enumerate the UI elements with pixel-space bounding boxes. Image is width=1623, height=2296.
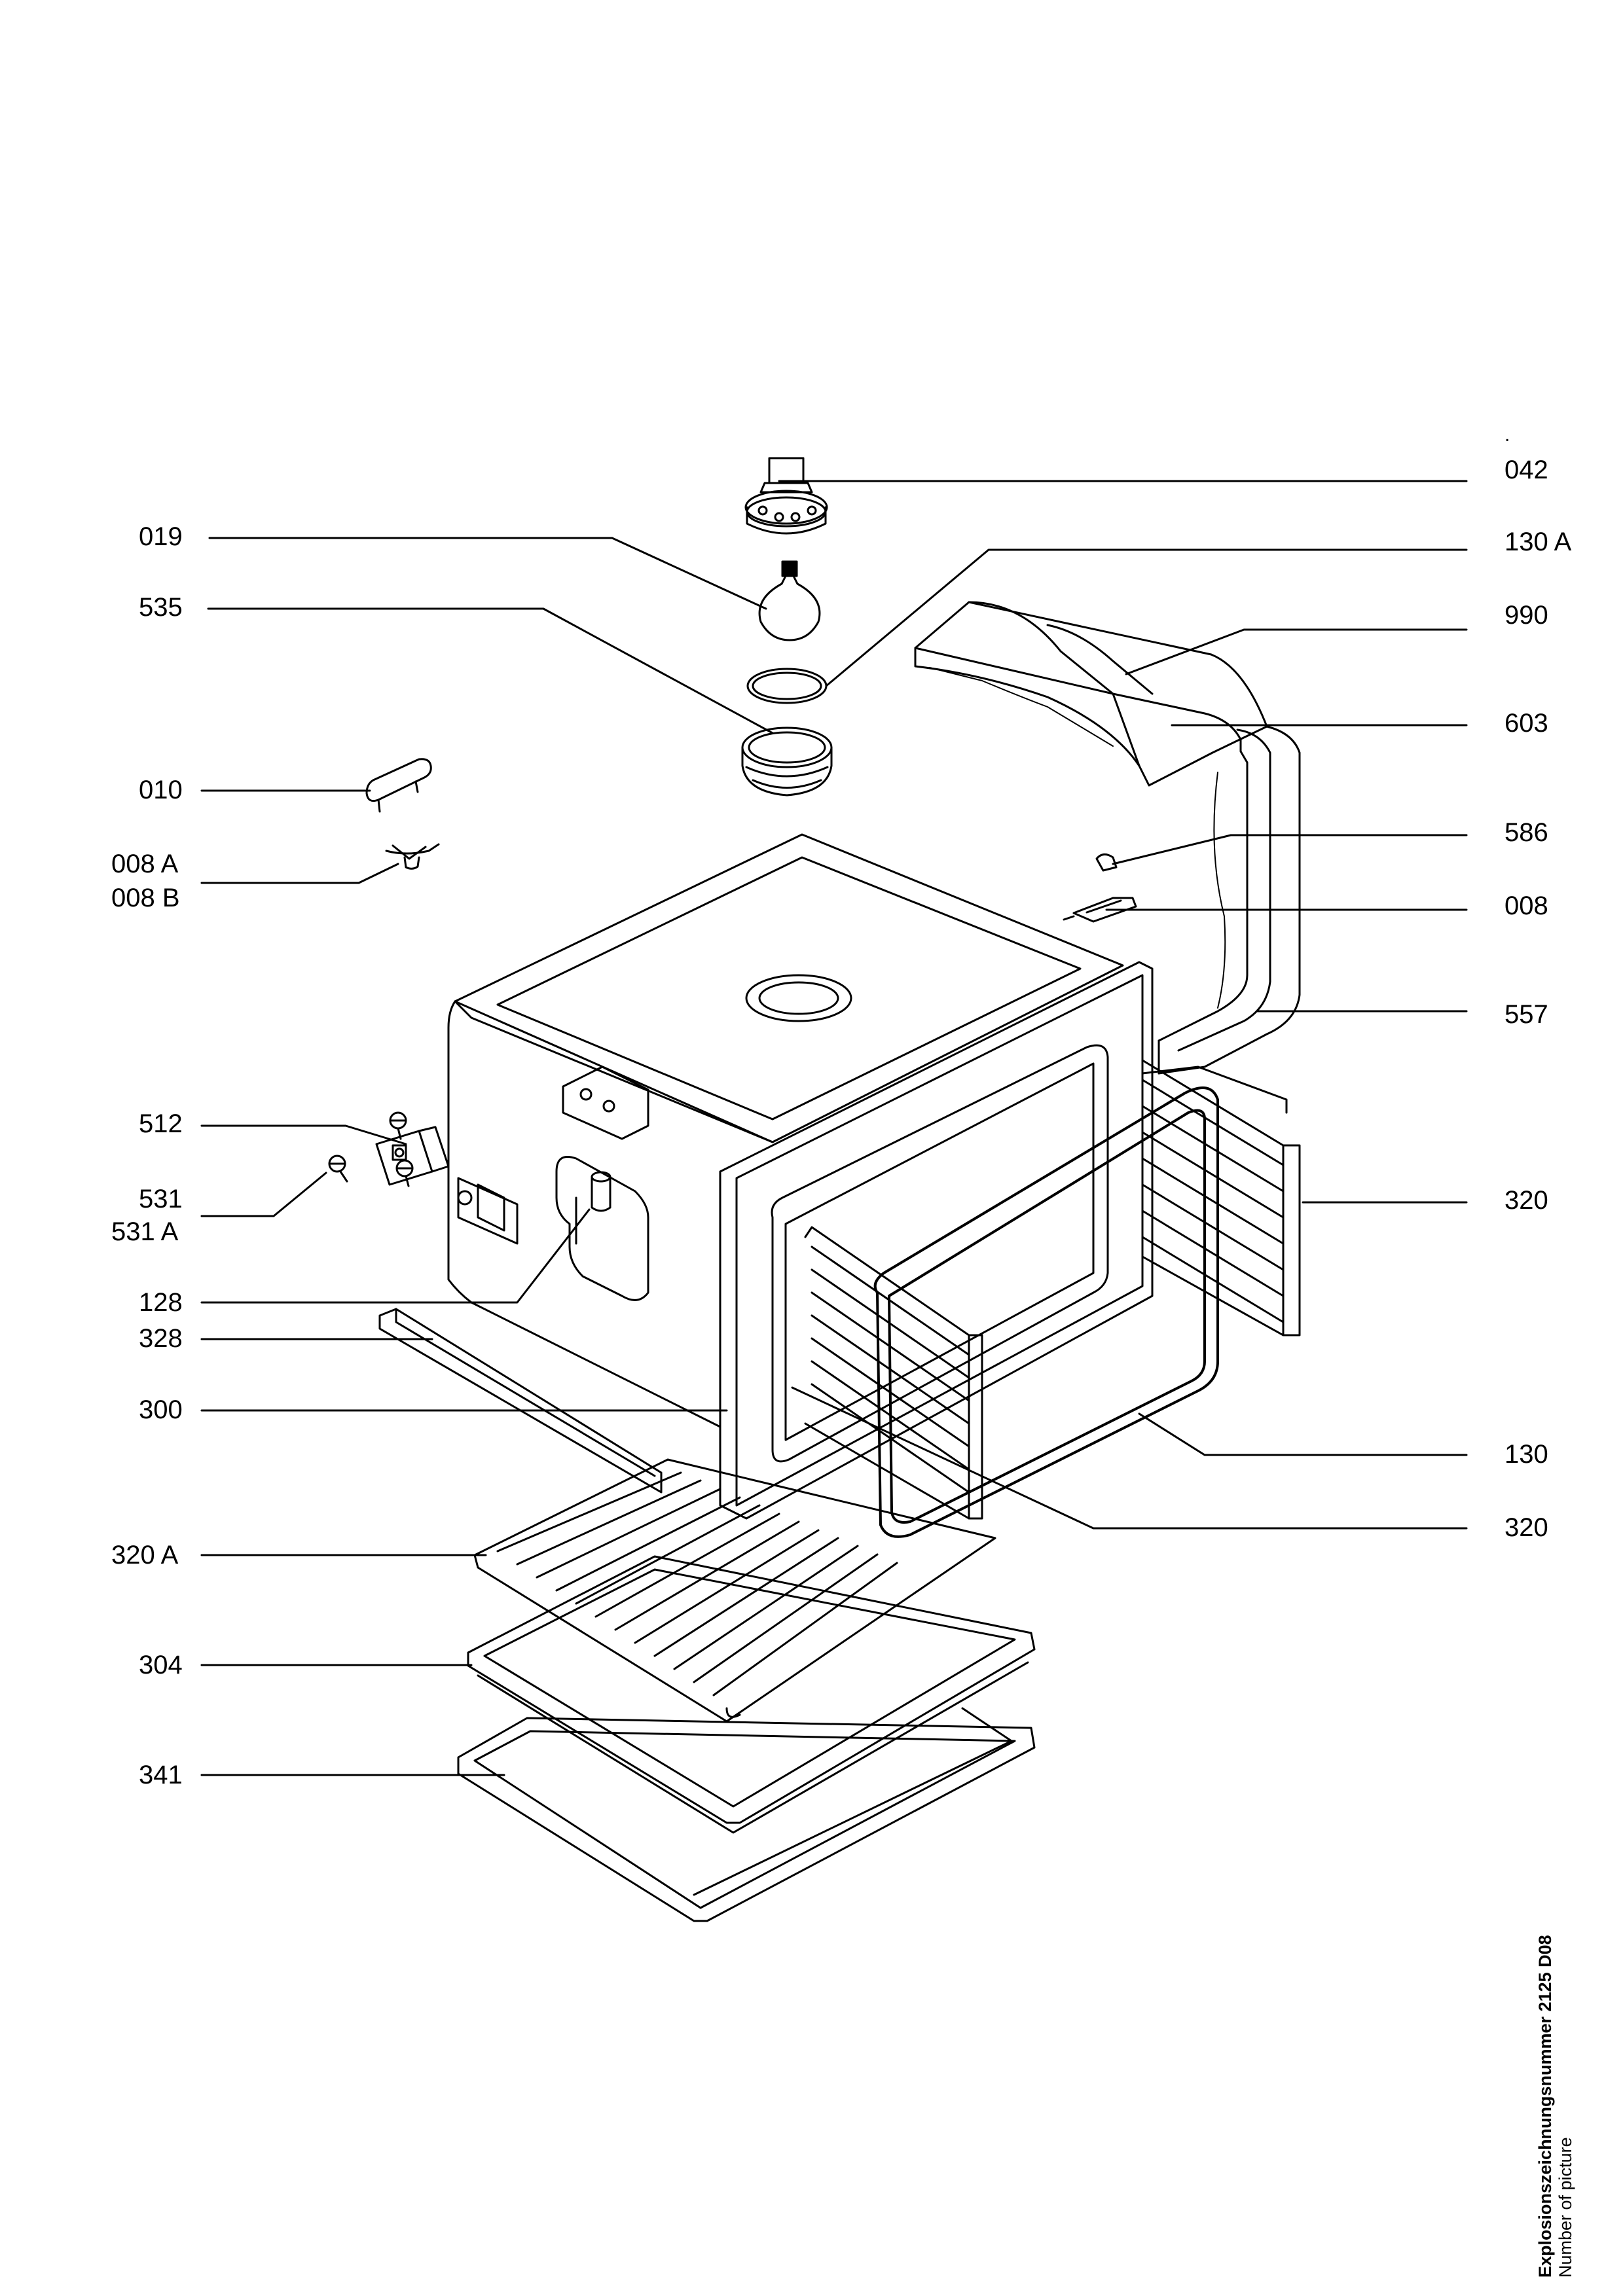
label-dot: . [1504,424,1510,446]
leader-lines [200,480,1468,1776]
label-586: 586 [1504,818,1548,847]
drip-tray [457,1707,1036,1922]
label-008a: 008 A [111,850,179,878]
label-019: 019 [139,522,183,551]
label-320a: 320 A [111,1541,179,1570]
leader-128 [200,1208,591,1304]
label-042: 042 [1504,456,1548,484]
leader-320r2 [791,1386,1468,1530]
label-531: 531 [139,1185,183,1213]
label-304: 304 [139,1651,183,1679]
picture-number-caption: Explosionszeichnungsnummer 2125 D08 Numb… [1535,1935,1576,2278]
leader-586 [1112,834,1468,865]
oven-cavity [447,833,1288,1520]
insulation-blanket [914,601,1301,1075]
trim-strip [378,1308,663,1494]
clip-008 [1072,897,1137,923]
label-300: 300 [139,1395,183,1424]
label-535: 535 [139,593,183,622]
label-341: 341 [139,1761,183,1789]
label-130: 130 [1504,1440,1548,1469]
cavity-top [454,833,1124,1143]
label-557: 557 [1504,1000,1548,1029]
caption-subtitle: Number of picture [1556,2137,1575,2278]
label-128: 128 [139,1288,183,1317]
label-990: 990 [1504,601,1548,630]
leader-130 [1138,1412,1468,1456]
label-130a: 130 A [1504,528,1572,556]
cavity-left [447,1000,721,1448]
lamp-cover [741,726,833,768]
label-320-right-2: 320 [1504,1513,1548,1542]
lamp-assembly [741,457,833,797]
leader-990 [1125,628,1468,675]
rack-left [804,1226,983,1520]
leader-130a [825,548,1468,687]
label-008: 008 [1504,891,1548,920]
leader-019 [208,537,767,610]
insulation-top [914,601,1301,1075]
label-008b: 008 B [111,884,180,912]
caption-title: Explosionszeichnungsnummer 2125 D08 [1535,1935,1555,2278]
label-010: 010 [139,776,183,804]
clip-008ab [385,843,440,870]
label-512: 512 [139,1109,183,1138]
leader-512 [200,1124,407,1145]
heating-element [873,1086,1219,1538]
label-328: 328 [139,1324,183,1353]
door-opening [771,1044,1109,1463]
lamp-holder-top [768,457,805,484]
baking-tray [467,1555,1036,1834]
leader-008ab [200,863,399,884]
clip-586 [1095,853,1118,872]
leader-531 [200,1172,327,1217]
pin-010 [365,758,432,802]
label-531a: 531 A [111,1217,179,1246]
shelf-grid [473,1458,996,1723]
front-frame [719,961,1154,1520]
bulb [758,575,821,641]
label-320-right: 320 [1504,1186,1548,1215]
ring-seal [746,668,828,704]
label-603: 603 [1504,709,1548,738]
small-parts-left [328,758,450,1187]
leader-535 [207,607,774,734]
rack-right [1141,1059,1301,1336]
